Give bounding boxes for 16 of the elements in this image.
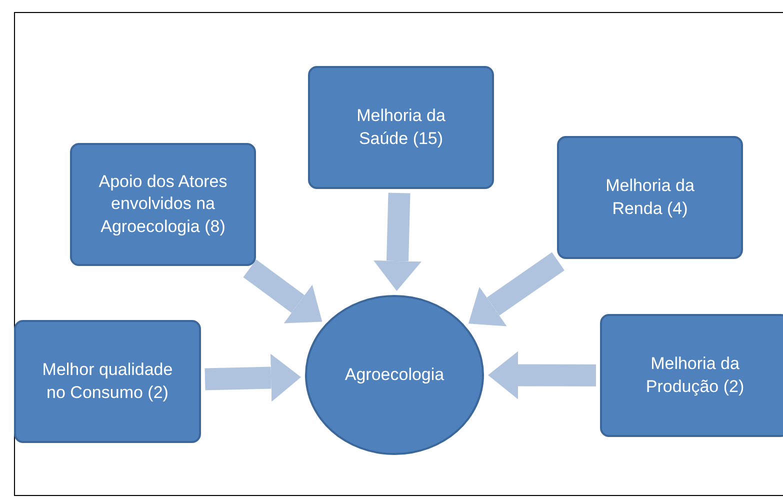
- factor-box: [600, 314, 783, 437]
- factor-box: [70, 143, 256, 266]
- factor-box: [308, 66, 494, 189]
- node-label: Melhoria da Saúde (15): [356, 105, 446, 150]
- factor-box: [14, 320, 201, 443]
- block-arrow: [374, 192, 422, 292]
- block-arrow: [204, 354, 302, 402]
- block-arrow: [468, 252, 564, 326]
- node-label: Melhor qualidade no Consumo (2): [41, 359, 174, 404]
- node-label: Agroecologia: [344, 364, 444, 386]
- block-arrow: [243, 260, 322, 324]
- factor-box: [557, 136, 743, 259]
- node-label: Apoio dos Atores envolvidos na Agroecologia (8): [98, 171, 228, 238]
- block-arrow: [488, 351, 596, 400]
- node-label: Melhoria da Renda (4): [604, 175, 696, 220]
- node-label: Melhoria da Produção (2): [644, 353, 746, 398]
